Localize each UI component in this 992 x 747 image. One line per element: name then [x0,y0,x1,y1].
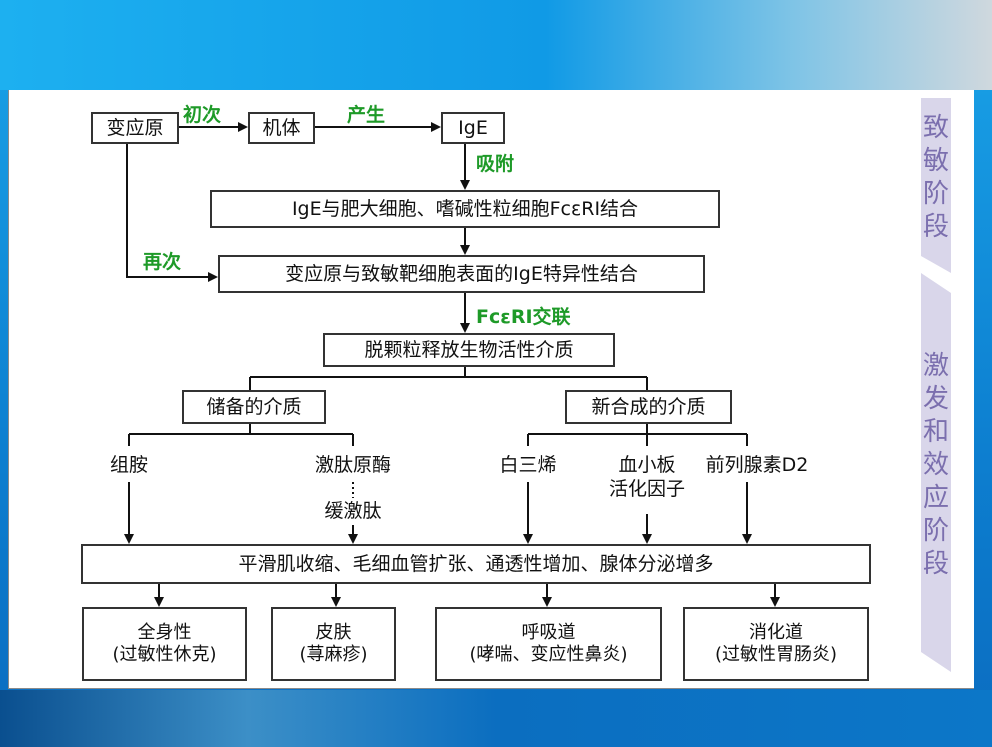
flow-connectors [124,98,951,672]
stage-char: 发 [922,384,949,414]
outcome-skin: 皮肤 (荨麻疹) [271,607,396,681]
arrow-allergen-again [126,143,218,282]
diagram-panel: 变应原 机体 IgE IgE与肥大细胞、嗜碱性粒细胞FcεRⅠ结合 变应原与致敏… [8,90,974,689]
outcome-sub: (过敏性胃肠炎) [714,644,838,665]
outcome-title: 全身性 [137,622,192,644]
node-allergen: 变应原 [91,112,179,144]
background-bottom [0,690,992,747]
label-first: 初次 [183,104,222,126]
background-top [0,0,992,90]
node-ige: IgE [441,112,505,144]
stage-char: 阶 [922,516,949,546]
stage-char: 效 [922,450,949,480]
mediator-leukotriene: 白三烯 [499,454,557,476]
outcome-sub: (荨麻疹) [299,644,368,665]
stage-char: 段 [922,212,949,242]
stage-char: 段 [922,549,949,579]
mediator-histamine: 组胺 [109,454,148,476]
mediator-bradykinin: 缓激肽 [324,500,382,522]
node-body: 机体 [248,112,315,144]
label-produce: 产生 [347,104,386,126]
stage-label-effector: 激 发 和 效 应 阶 段 [916,350,956,581]
mediator-paf-line1: 血小板 [618,454,676,476]
outcome-title: 皮肤 [315,622,352,644]
node-mast-bind: IgE与肥大细胞、嗜碱性粒细胞FcεRⅠ结合 [210,190,720,228]
stage-band-effector [921,273,951,672]
outcome-respiratory: 呼吸道 (哮喘、变应性鼻炎) [435,607,662,681]
outcome-sub: (过敏性休克) [112,644,217,665]
stage-char: 阶 [922,179,949,209]
outcome-title: 呼吸道 [521,622,576,644]
mediator-paf-line2: 活化因子 [608,477,685,500]
outcome-sub: (哮喘、变应性鼻炎) [469,644,628,665]
stage-char: 致 [922,113,949,143]
stage-char: 应 [922,483,949,513]
stage-band-sensitization [921,98,951,273]
mediator-pgd2: 前列腺素D2 [705,454,809,476]
node-degranulation: 脱颗粒释放生物活性介质 [323,333,615,367]
node-synth: 新合成的介质 [565,390,732,424]
node-symptoms: 平滑肌收缩、毛细血管扩张、通透性增加、腺体分泌增多 [81,544,871,584]
outcome-title: 消化道 [749,622,803,644]
stage-char: 和 [922,417,949,447]
label-crosslink: FcεRⅠ交联 [476,306,571,328]
stage-char: 激 [922,351,949,381]
label-adsorb: 吸附 [476,153,515,175]
outcome-systemic: 全身性 (过敏性休克) [82,607,247,681]
stage-char: 敏 [922,146,949,176]
mediator-paf: 血小板 活化因子 [592,454,702,502]
outcome-digestive: 消化道 (过敏性胃肠炎) [683,607,869,681]
label-again: 再次 [143,251,182,273]
stage-label-sensitization: 致 敏 阶 段 [916,112,956,244]
mediator-kininogenase: 激肽原酶 [314,454,391,476]
node-target-bind: 变应原与致敏靶细胞表面的IgE特异性结合 [218,255,705,293]
node-stored: 储备的介质 [182,390,326,424]
